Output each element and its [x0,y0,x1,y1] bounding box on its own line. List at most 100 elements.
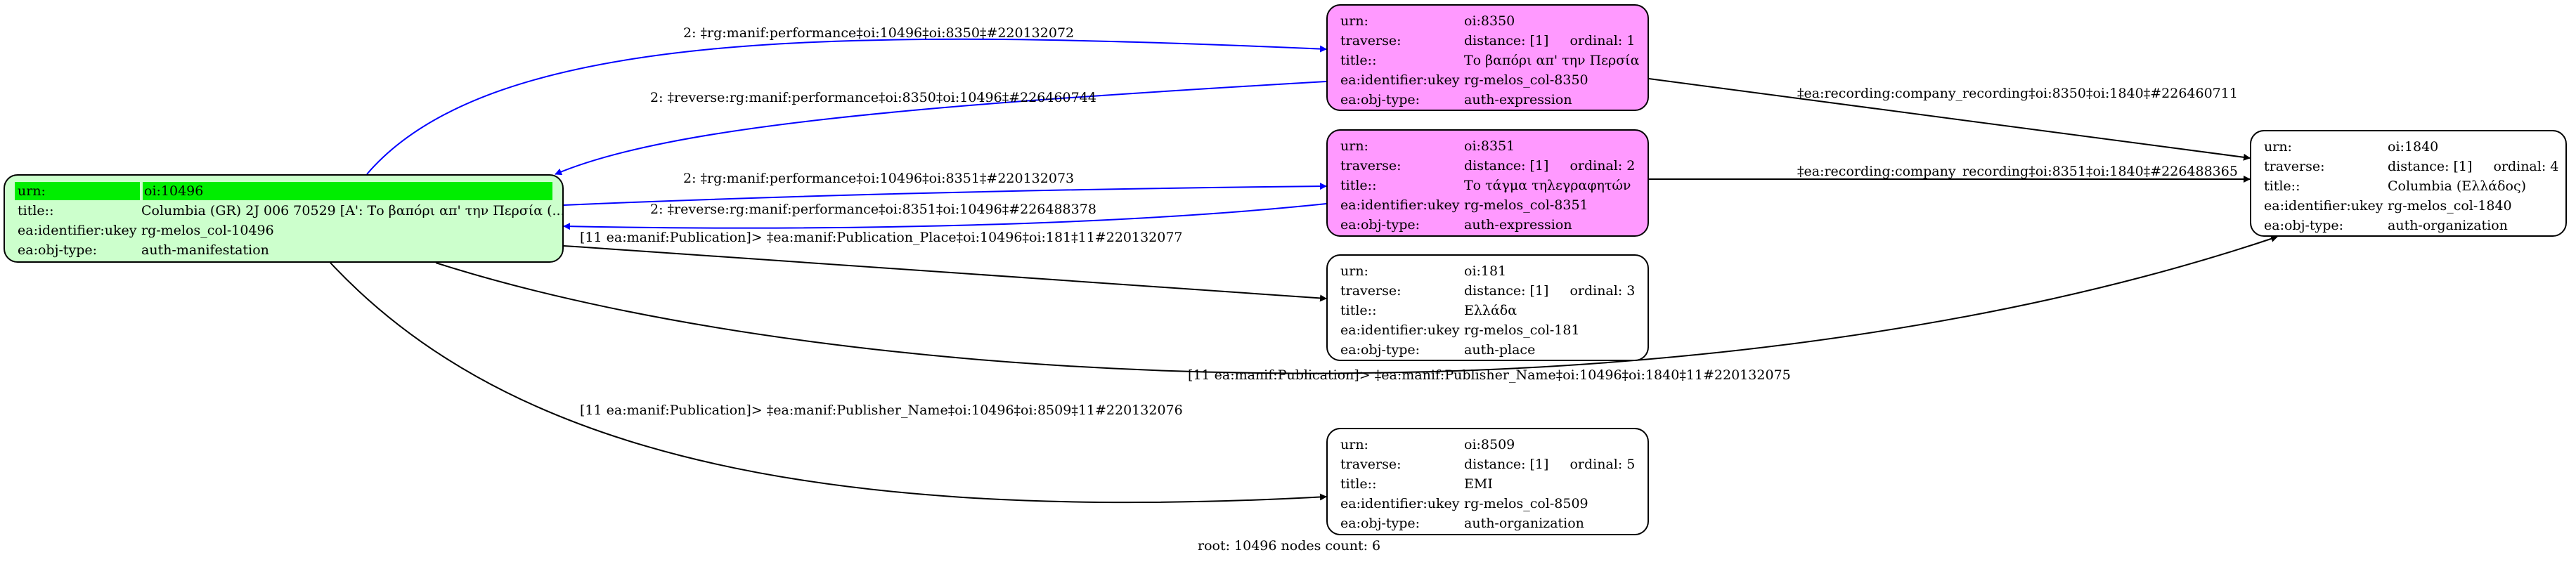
node-row-type: ea:obj-type: auth-manifestation [15,240,552,260]
edge-label-e3: 2: ‡rg:manif:performance‡oi:10496‡oi:835… [683,171,1075,186]
ordinal-value: ordinal: 4 [2493,159,2559,174]
field-value: rg-melos_col-10496 [141,223,274,238]
field-label: traverse: [1340,283,1402,299]
node-row-urn: urn: oi:10496 [15,181,552,201]
node-row-title: title::EMI [1338,474,1638,494]
edge-label-e8: ‡ea:recording:company_recording‡oi:8350‡… [1797,86,2238,101]
node-10496[interactable]: urn: oi:10496 title:: Columbia (GR) 2J 0… [4,174,565,263]
node-row-traverse: traverse: distance: [1] ordinal: 1 [1338,31,1638,51]
node-8509[interactable]: urn:oi:8509 traverse:distance: [1]ordina… [1326,428,1649,535]
distance-value: distance: [1] [2388,159,2473,174]
node-row-type: ea:obj-type:auth-organization [2261,216,2556,235]
field-value: Το βαπόρι απ' την Περσία [1464,53,1640,68]
field-value: rg-melos_col-181 [1464,322,1580,338]
ordinal-value: ordinal: 3 [1569,283,1636,299]
node-row-ukey: ea:identifier:ukey rg-melos_col-10496 [15,221,552,240]
field-value: distance: [1] ordinal: 1 [1463,33,1638,48]
ordinal-value: ordinal: 5 [1569,457,1636,472]
field-value: distance: [1] ordinal: 2 [1463,158,1638,174]
field-value: auth-expression [1464,92,1572,107]
field-label: traverse: [1340,33,1402,48]
field-label: title:: [1340,303,1377,318]
field-label: ea:identifier:ukey [2264,198,2383,214]
node-181[interactable]: urn: oi:181 traverse: distance: [1] ordinal… [1326,254,1649,361]
field-value: auth-place [1464,342,1536,358]
field-value: rg-melos_col-8509 [1464,496,1588,511]
field-label: ea:obj-type: [1340,217,1420,233]
field-label: urn: [2264,139,2292,155]
ordinal-value: ordinal: 1 [1569,33,1636,48]
field-value: oi:8351 [1464,138,1515,154]
field-label: ea:obj-type: [1340,92,1420,107]
field-label: ea:identifier:ukey [1340,72,1460,88]
field-value: distance: [1]ordinal: 5 [1463,457,1638,472]
field-value: distance: [1] ordinal: 3 [1463,283,1638,299]
field-label: traverse: [1340,457,1402,472]
graph-footer: root: 10496 nodes count: 6 [1198,538,1381,554]
field-label: ea:identifier:ukey [1340,197,1460,213]
node-row-urn: urn: oi:8351 [1338,136,1638,156]
edge-e5[interactable] [563,245,1327,302]
node-row-type: ea:obj-type:auth-place [1338,340,1638,360]
distance-value: distance: [1] [1464,283,1549,299]
edge-label-e6: [11 ea:manif:Publication]> ‡ea:manif:Pub… [1188,367,1791,383]
node-row-urn: urn: oi:1840 [2261,137,2556,157]
node-row-title: title:: Columbia (GR) 2J 006 70529 [A': … [15,201,565,221]
edge-label-e2: 2: ‡reverse:rg:manif:performance‡oi:8350… [650,90,1096,105]
node-1840[interactable]: urn: oi:1840 traverse: distance: [1] ordina… [2250,130,2567,237]
node-row-type: ea:obj-type:auth-organization [1338,514,1638,533]
field-label: title:: [1340,53,1377,68]
node-8350[interactable]: urn:oi:8350 traverse: distance: [1] ordina… [1326,4,1649,111]
node-row-title: title::Columbia (Ελλάδος) [2261,176,2556,196]
node-row-ukey: ea:identifier:ukey rg-melos_col-1840 [2261,196,2556,216]
edge-label-e7: [11 ea:manif:Publication]> ‡ea:manif:Pub… [580,403,1183,418]
node-row-traverse: traverse: distance: [1]ordinal: 5 [1338,455,1638,474]
field-value: rg-melos_col-8350 [1464,72,1588,88]
field-label: traverse: [2264,159,2325,174]
field-label: ea:identifier:ukey [18,223,137,238]
node-row-urn: urn:oi:8350 [1338,11,1638,31]
edge-label-e1: 2: ‡rg:manif:performance‡oi:10496‡oi:835… [683,25,1075,41]
field-value: auth-expression [1464,217,1572,233]
field-value: auth-manifestation [141,242,269,258]
field-label: traverse: [1340,158,1402,174]
edge-e8[interactable] [1648,78,2251,161]
field-label: urn: [1340,263,1368,279]
field-value: oi:8509 [1464,437,1515,452]
field-value: oi:1840 [2388,139,2439,155]
node-row-type: ea:obj-type: auth-expression [1338,215,1638,235]
edge-label-e9: ‡ea:recording:company_recording‡oi:8351‡… [1797,164,2238,179]
field-label: urn: [1340,138,1368,154]
distance-value: distance: [1] [1464,33,1549,48]
edge-e6[interactable] [435,235,2278,374]
edge-e1[interactable] [366,38,1327,175]
field-value: Ελλάδα [1464,303,1517,318]
node-8351[interactable]: urn: oi:8351 traverse: distance: [1] ordina… [1326,129,1649,237]
edge-e2[interactable] [555,81,1327,176]
distance-value: distance: [1] [1464,158,1549,174]
field-label: ea:identifier:ukey [1340,322,1460,338]
field-label: ea:identifier:ukey [1340,496,1460,511]
field-label: urn: [15,182,140,200]
edge-e4[interactable] [563,203,1327,230]
field-value: Το τάγμα τηλεγραφητών [1464,178,1631,193]
field-value: Columbia (GR) 2J 006 70529 [A': Το βαπόρ… [141,203,565,218]
field-label: title:: [2264,178,2300,194]
node-row-traverse: traverse: distance: [1] ordinal: 4 [2261,157,2558,176]
ordinal-value: ordinal: 2 [1569,158,1636,174]
field-value: auth-organization [2388,218,2508,233]
field-label: ea:obj-type: [18,242,98,258]
field-label: title:: [1340,178,1377,193]
field-value: rg-melos_col-1840 [2388,198,2512,214]
edge-e3[interactable] [563,183,1327,206]
field-value: distance: [1] ordinal: 4 [2386,159,2558,174]
edge-e7[interactable] [330,262,1327,504]
field-value: oi:181 [1464,263,1507,279]
field-label: title:: [18,203,54,218]
edge-label-e5: [11 ea:manif:Publication]> ‡ea:manif:Pub… [580,230,1183,245]
node-row-urn: urn: oi:181 [1338,261,1638,281]
field-value: Columbia (Ελλάδος) [2388,178,2527,194]
node-row-title: title::Το βαπόρι απ' την Περσία [1338,51,1640,70]
